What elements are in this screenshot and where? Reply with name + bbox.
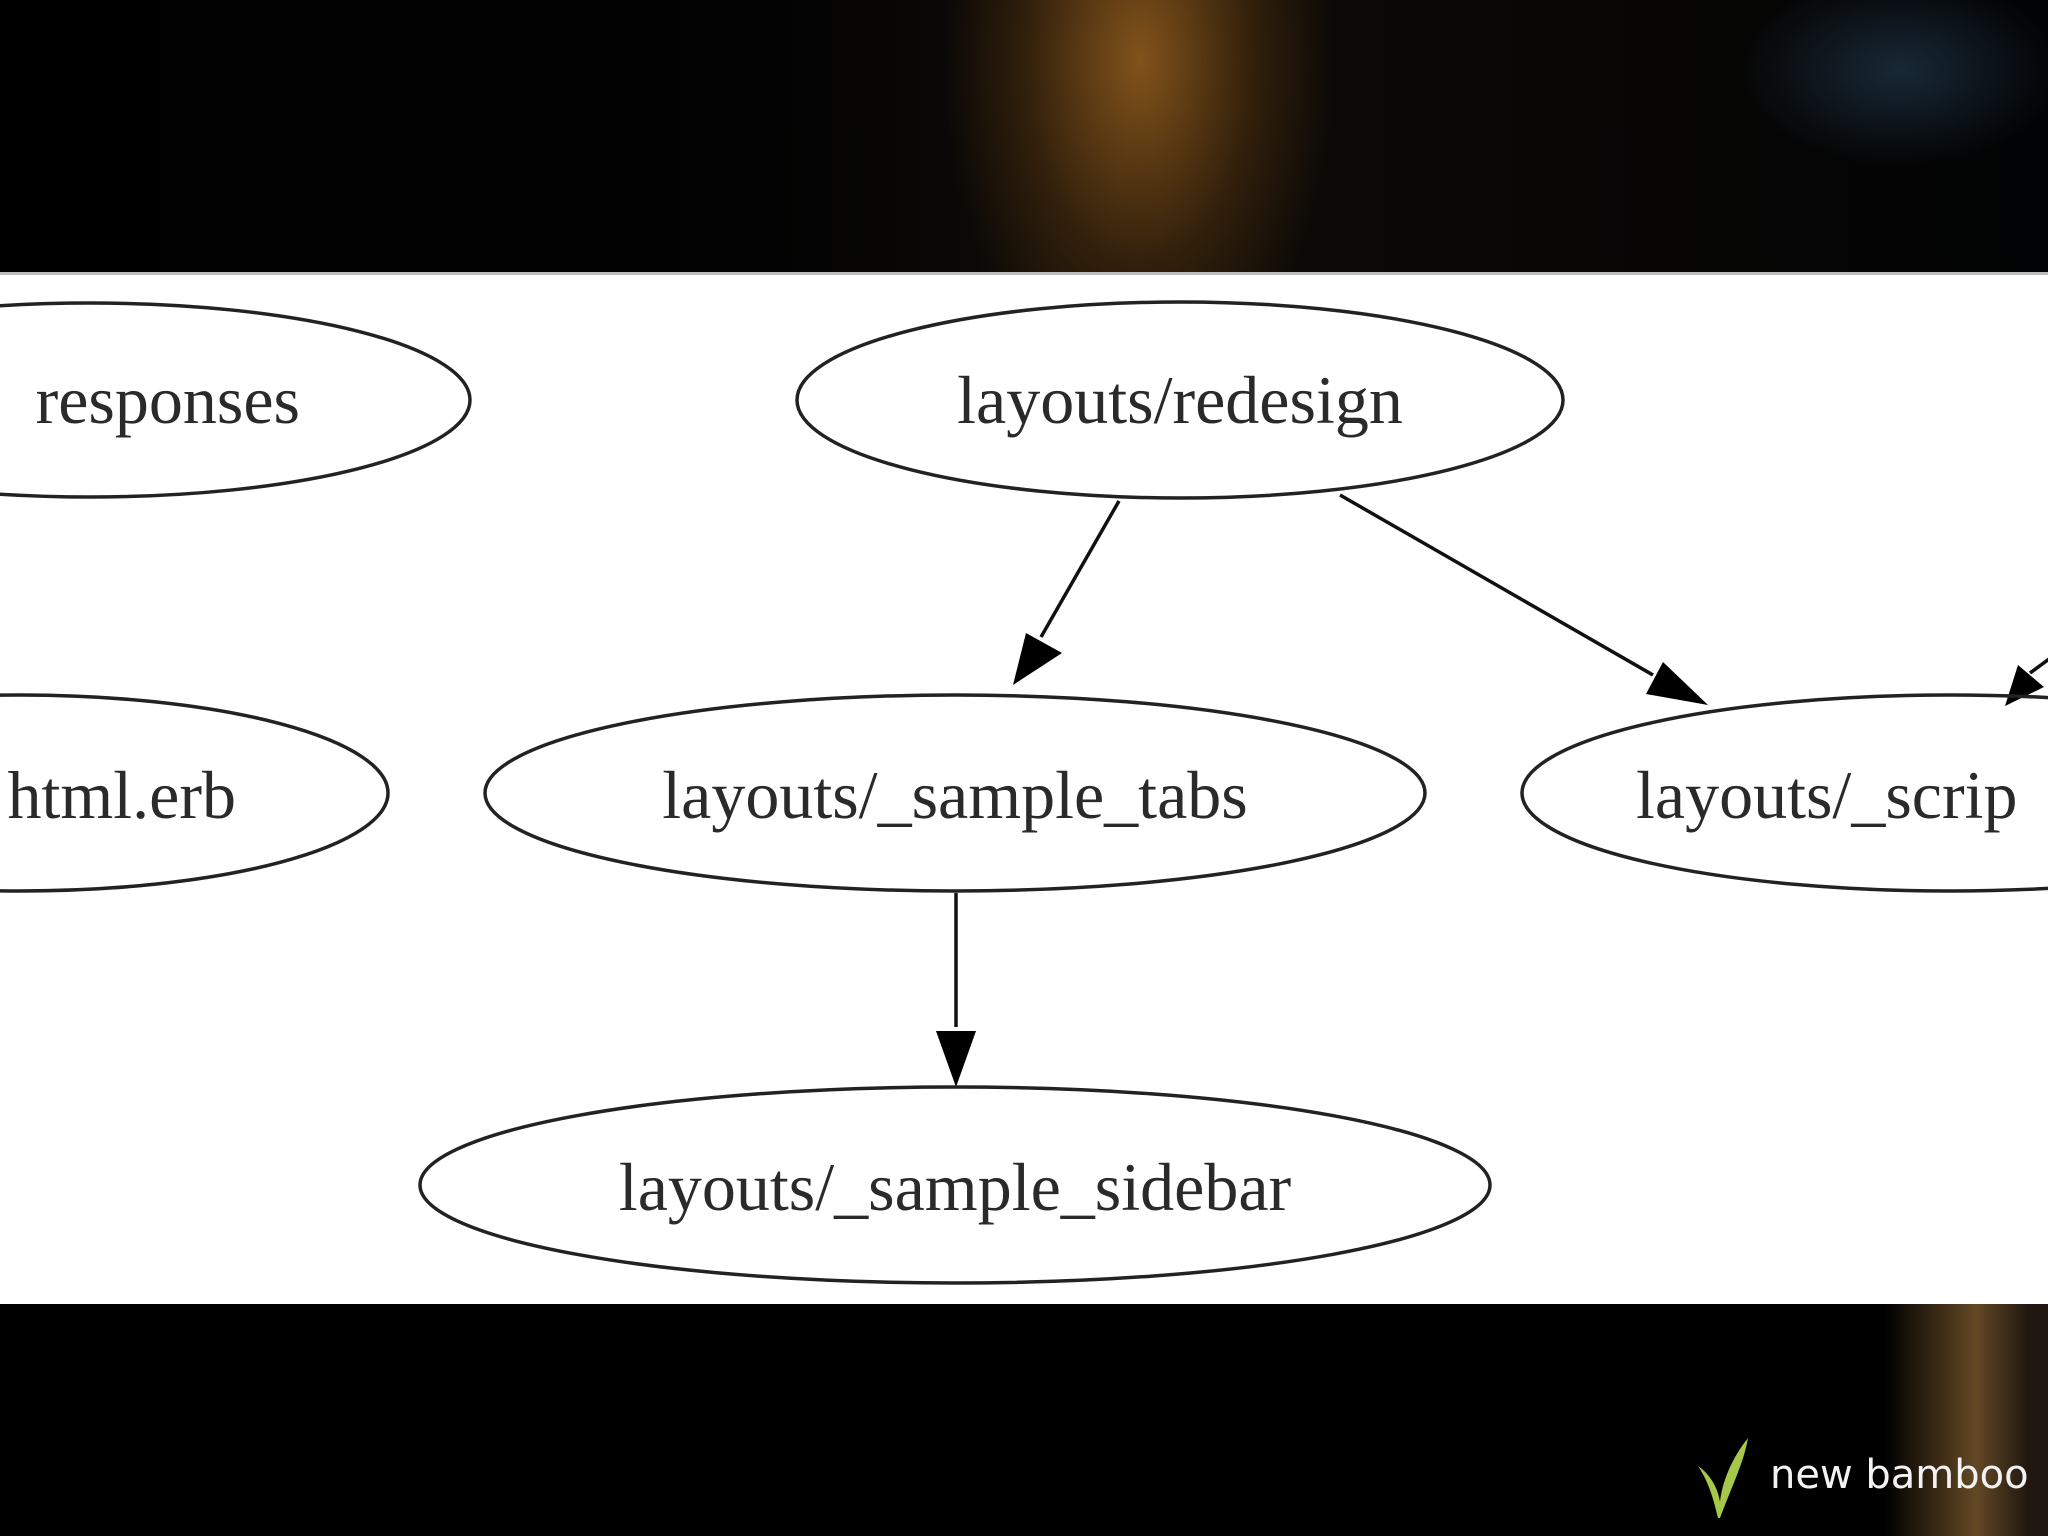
node-responses-label: responses <box>36 362 300 438</box>
node-layouts-sample-tabs-label: layouts/_sample_tabs <box>662 757 1247 833</box>
brand-logo: new bamboo <box>1688 1432 2029 1522</box>
background-top <box>0 0 2048 272</box>
diagram-panel: responses layouts/redesign html.erb layo… <box>0 272 2048 1304</box>
node-layouts-redesign: layouts/redesign <box>795 300 1565 500</box>
dependency-graph: responses layouts/redesign html.erb layo… <box>0 300 2048 1285</box>
edge-sample-tabs-to-sample-sidebar <box>936 893 976 1087</box>
bamboo-leaf-icon <box>1698 1438 1748 1518</box>
node-html-erb-label: html.erb <box>7 757 236 833</box>
node-layouts-sample-sidebar: layouts/_sample_sidebar <box>418 1085 1492 1285</box>
edge-redesign-to-sample-tabs <box>1013 500 1121 685</box>
edge-redesign-to-scripts <box>1339 493 1708 705</box>
node-layouts-sample-sidebar-label: layouts/_sample_sidebar <box>619 1149 1292 1225</box>
node-html-erb: html.erb <box>0 693 390 893</box>
brand-name: new bamboo <box>1770 1452 2029 1498</box>
node-layouts-sample-tabs: layouts/_sample_tabs <box>483 693 1427 893</box>
node-responses: responses <box>0 301 472 499</box>
node-layouts-scripts-label: layouts/_scrip <box>1636 757 2018 833</box>
node-layouts-redesign-label: layouts/redesign <box>957 362 1403 438</box>
background-bottom <box>0 1304 2048 1536</box>
node-layouts-scripts: layouts/_scrip <box>1520 693 2048 893</box>
